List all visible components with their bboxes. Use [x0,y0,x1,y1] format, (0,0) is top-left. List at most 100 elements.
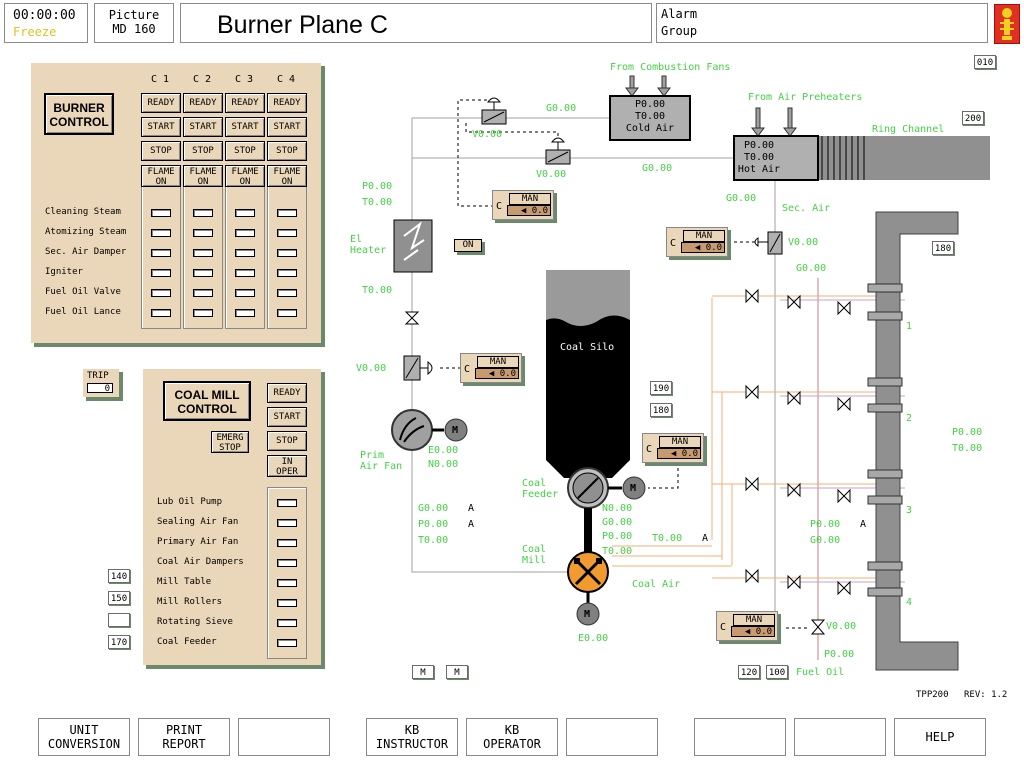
t-feeder-value: T0.00 [602,546,633,557]
prim-fan-motor-icon: M [452,425,459,436]
controller-fuel-oil[interactable]: C MAN ◀ 0.0 [716,611,778,641]
man-button[interactable]: MAN [477,356,519,368]
burner-c4-stop-button[interactable]: STOP [267,141,307,161]
ring-channel-label: Ring Channel [872,124,945,135]
column-header-c2: C 2 [193,74,212,85]
burner-c3-stop-button[interactable]: STOP [225,141,265,161]
burner-level-4: 4 [906,597,913,608]
controller-cold-air[interactable]: C MAN ◀ 0.0 [492,190,554,220]
burner-c4-start-button[interactable]: START [267,117,307,137]
emerg-stop-button[interactable]: EMERG STOP [211,431,249,453]
burner-c1-ready-button[interactable]: READY [141,93,181,113]
burner-c1-status-lamp [151,229,171,237]
el-t2-value: T0.00 [362,285,393,296]
a1-value: A [468,503,475,514]
feeder-motor-icon: M [630,483,637,494]
sec-air-v-value: V0.00 [788,237,819,248]
tag-180-top[interactable]: 180 [932,241,954,255]
m-button-1[interactable]: M [412,665,434,679]
burner-c4-status-lamp [277,209,297,217]
burner-c4-ready-button[interactable]: READY [267,93,307,113]
tag-010[interactable]: 010 [974,55,996,69]
footer-blank-7-button[interactable] [794,718,886,756]
burner-c1-start-button[interactable]: START [141,117,181,137]
coal-mill-stop-button[interactable]: STOP [267,431,307,451]
t-left-value: T0.00 [418,535,449,546]
alarm-group-button[interactable]: Alarm Group [656,3,988,43]
title-box: Burner Plane C [180,3,652,43]
from-combustion-fans-label: From Combustion Fans [610,62,731,73]
burner-c1-status-lamp [151,209,171,217]
tag-100[interactable]: 100 [766,665,788,679]
tag-180-mid[interactable]: 180 [650,403,672,417]
burner-row-label: Sec. Air Damper [45,247,127,257]
sec-air-label: Sec. Air [782,203,831,214]
tag-200[interactable]: 200 [962,111,984,125]
coal-mill-status-lamp [277,539,297,547]
side-tag-box[interactable]: 150 [108,591,130,605]
side-tag-box[interactable]: 140 [108,569,130,583]
man-button[interactable]: MAN [659,436,701,448]
coal-mill-row-label: Primary Air Fan [157,537,239,547]
coal-mill-row-label: Rotating Sieve [157,617,233,627]
coal-mill-row-label: Mill Rollers [157,597,223,607]
side-tag-box[interactable]: 170 [108,635,130,649]
burner-c3-ready-button[interactable]: READY [225,93,265,113]
footer-blank-6-button[interactable] [694,718,786,756]
controller-sec-air[interactable]: C MAN ◀ 0.0 [666,227,728,257]
mill-motor-icon: M [584,609,591,620]
column-header-c3: C 3 [235,74,254,85]
m-button-2[interactable]: M [446,665,468,679]
burner-c2-status-lamp [193,289,213,297]
tag-120[interactable]: 120 [738,665,760,679]
coal-mill-status-lamp [277,599,297,607]
burner-level-3: 3 [906,505,913,516]
burner-c3-status-lamp [235,249,255,257]
a-right-value: A [860,519,867,530]
man-button[interactable]: MAN [683,230,725,242]
burner-c4-status-lamp [277,249,297,257]
man-button[interactable]: MAN [509,193,551,205]
tag-190[interactable]: 190 [650,381,672,395]
burner-c2-status-lamp [193,269,213,277]
burner-c2-status-lamp [193,309,213,317]
burner-c1-status-lamp [151,269,171,277]
coal-mill-row-label: Sealing Air Fan [157,517,239,527]
coal-mill-ready-button[interactable]: READY [267,383,307,403]
side-tag-box[interactable] [108,613,130,627]
tpp-label: TPP200 [916,690,949,700]
footer-blank-5-button[interactable] [566,718,658,756]
controller-coal-feeder[interactable]: C MAN ◀ 0.0 [642,433,704,463]
burner-c2-start-button[interactable]: START [183,117,223,137]
n-fan-value: N0.00 [428,459,459,470]
coal-mill-status-lamp [277,499,297,507]
controller-value: ◀ 0.0 [475,368,519,379]
a2-value: A [468,519,475,530]
controller-value: ◀ 0.0 [731,626,775,637]
v-top-value: V0.00 [472,129,503,140]
burner-c2-stop-button[interactable]: STOP [183,141,223,161]
burner-c3-start-button[interactable]: START [225,117,265,137]
man-button[interactable]: MAN [733,614,775,626]
column-header-c1: C 1 [151,74,170,85]
footer-help-button[interactable]: HELP [894,718,986,756]
burner-c1-stop-button[interactable]: STOP [141,141,181,161]
footer-blank-2-button[interactable] [238,718,330,756]
burner-c2-status-lamp [193,229,213,237]
coal-mill-label: Coal Mill [522,544,547,566]
coal-mill-start-button[interactable]: START [267,407,307,427]
page-title: Burner Plane C [217,11,388,39]
el-heater-on-button[interactable]: ON [454,239,482,252]
trip-label: TRIP [87,371,109,381]
burner-c4-status-lamp [277,229,297,237]
burner-c2-ready-button[interactable]: READY [183,93,223,113]
burner-c3-status-lamp [235,309,255,317]
controller-prim-air[interactable]: C MAN ◀ 0.0 [460,353,522,383]
